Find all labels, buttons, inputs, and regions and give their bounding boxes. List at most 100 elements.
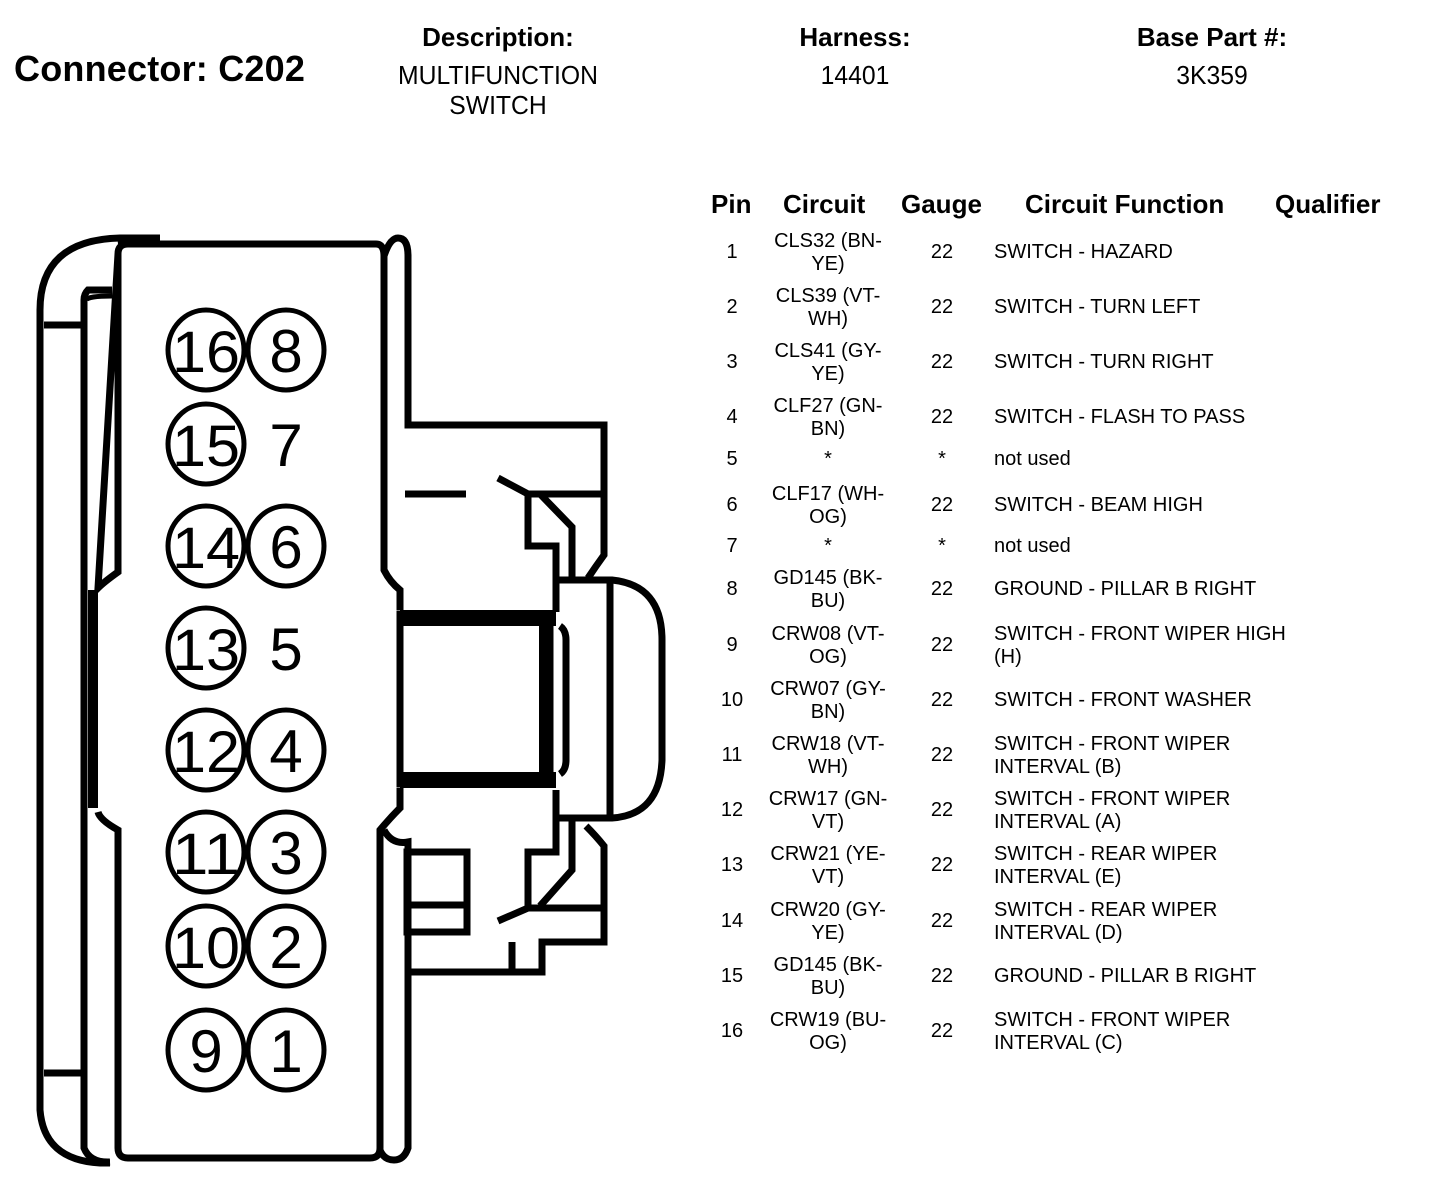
cavity-label: 10	[172, 916, 240, 981]
circuit-id: CRW21 (YE-VT)	[770, 843, 886, 888]
pin-number: 4	[726, 406, 738, 428]
pin-number: 6	[726, 494, 738, 516]
wire-gauge: 22	[930, 406, 954, 428]
circuit-id: CLF27 (GN-BN)	[773, 395, 883, 440]
pin-number: 2	[726, 296, 738, 318]
wire-gauge: *	[938, 535, 946, 557]
cavity-ring	[245, 1007, 327, 1093]
circuit-function: SWITCH - BEAM HIGH	[994, 494, 1203, 516]
cavity-ring	[245, 707, 327, 793]
pin-number: 16	[720, 1020, 744, 1042]
circuit-function: SWITCH - FRONT WIPER INTERVAL (B)	[994, 733, 1231, 778]
cavity-8: 8	[245, 307, 327, 393]
cavity-ring	[165, 809, 247, 895]
cavity-9: 9	[165, 1007, 247, 1093]
circuit-function: SWITCH - TURN LEFT	[994, 296, 1201, 318]
cavity-2: 2	[245, 903, 327, 989]
cavity-14: 14	[165, 503, 247, 589]
housing-rail-top-cap	[83, 293, 113, 302]
harness-block: Harness: 14401	[755, 22, 955, 90]
circuit-id: CRW17 (GN-VT)	[768, 788, 888, 833]
cavity-label: 9	[189, 1018, 222, 1085]
connector-cap	[556, 576, 666, 822]
base-part-block: Base Part #: 3K359	[1102, 22, 1322, 90]
wire-gauge: 22	[930, 965, 954, 987]
cavity-label: 14	[172, 516, 240, 581]
pin-number: 14	[720, 910, 744, 932]
wire-gauge: *	[938, 448, 946, 470]
circuit-function: SWITCH - FRONT WIPER HIGH (H)	[994, 623, 1286, 668]
wire-gauge: 22	[930, 689, 954, 711]
cavity-16: 16	[165, 307, 247, 393]
cavity-3: 3	[245, 809, 327, 895]
cavity-label: 7	[269, 412, 302, 479]
pin-number: 13	[720, 854, 744, 876]
circuit-id: CLS41 (GY-YE)	[774, 340, 882, 385]
connector-title: Connector: C202	[14, 48, 306, 89]
description-block: Description: MULTIFUNCTION SWITCH	[368, 22, 628, 120]
wire-gauge: 22	[930, 494, 954, 516]
circuit-id: CRW07 (GY-BN)	[770, 678, 886, 723]
circuit-function: SWITCH - REAR WIPER INTERVAL (D)	[994, 899, 1218, 944]
cavity-11: 11	[165, 809, 247, 895]
latch-tab-bottom	[524, 818, 560, 908]
description-value: MULTIFUNCTION SWITCH	[398, 60, 598, 120]
wire-gauge: 22	[930, 296, 954, 318]
cavity-label: 13	[172, 618, 240, 683]
cavity-ring	[165, 503, 247, 589]
cavity-label: 8	[269, 318, 302, 385]
housing-lower-step	[408, 908, 608, 976]
pin-number: 5	[726, 448, 738, 470]
wire-gauge: 22	[930, 351, 954, 373]
pin-number: 15	[720, 965, 744, 987]
cavity-ring	[165, 707, 247, 793]
wire-gauge: 22	[930, 799, 954, 821]
cavity-ring	[245, 503, 327, 589]
circuit-function: SWITCH - REAR WIPER INTERVAL (E)	[994, 843, 1218, 888]
pin-number: 10	[720, 689, 744, 711]
header-qualifier: Qualifier	[1275, 189, 1381, 219]
cavity-ring	[165, 401, 247, 487]
circuit-id: CRW19 (BU-OG)	[769, 1009, 887, 1054]
pin-number: 1	[726, 241, 738, 263]
circuit-id: CRW18 (VT-WH)	[771, 733, 885, 778]
wire-gauge: 22	[930, 854, 954, 876]
circuit-id: *	[824, 448, 832, 470]
header-gauge: Gauge	[901, 189, 982, 219]
cavity-1: 1	[245, 1007, 327, 1093]
housing-right-post	[380, 234, 608, 580]
cavity-label: 2	[269, 914, 302, 981]
cavity-ring	[245, 809, 327, 895]
circuit-id: CRW08 (VT-OG)	[771, 623, 885, 668]
latch-bar	[88, 590, 98, 808]
pin-number: 3	[726, 351, 738, 373]
circuit-function: GROUND - PILLAR B RIGHT	[994, 965, 1257, 987]
cavity-10: 10	[165, 903, 247, 989]
cavity-5: 5	[269, 616, 302, 683]
base-part-value: 3K359	[1176, 60, 1248, 90]
cavity-ring	[165, 307, 247, 393]
circuit-id: CLF17 (WH-OG)	[771, 483, 885, 528]
cavity-label: 3	[269, 820, 302, 887]
cavity-ring	[165, 605, 247, 691]
wire-gauge: 22	[930, 241, 954, 263]
cavity-13: 13	[165, 605, 247, 691]
wire-gauge: 22	[930, 634, 954, 656]
latch-tab-top	[524, 494, 560, 612]
pin-number: 11	[721, 744, 743, 766]
latch-arm-top	[496, 474, 604, 498]
circuit-function: SWITCH - FLASH TO PASS	[994, 406, 1246, 428]
latch-arm-bottom	[496, 823, 608, 925]
wire-gauge: 22	[930, 744, 954, 766]
lower-window	[403, 848, 471, 936]
housing-inner-rail	[80, 286, 112, 1166]
cavity-12: 12	[165, 707, 247, 793]
cavity-label: 12	[172, 720, 240, 785]
pin-number: 12	[720, 799, 744, 821]
circuit-function: not used	[994, 535, 1071, 557]
circuit-id: CLS39 (VT-WH)	[775, 285, 881, 330]
cavity-label: 6	[269, 514, 302, 581]
circuit-function: not used	[994, 448, 1071, 470]
